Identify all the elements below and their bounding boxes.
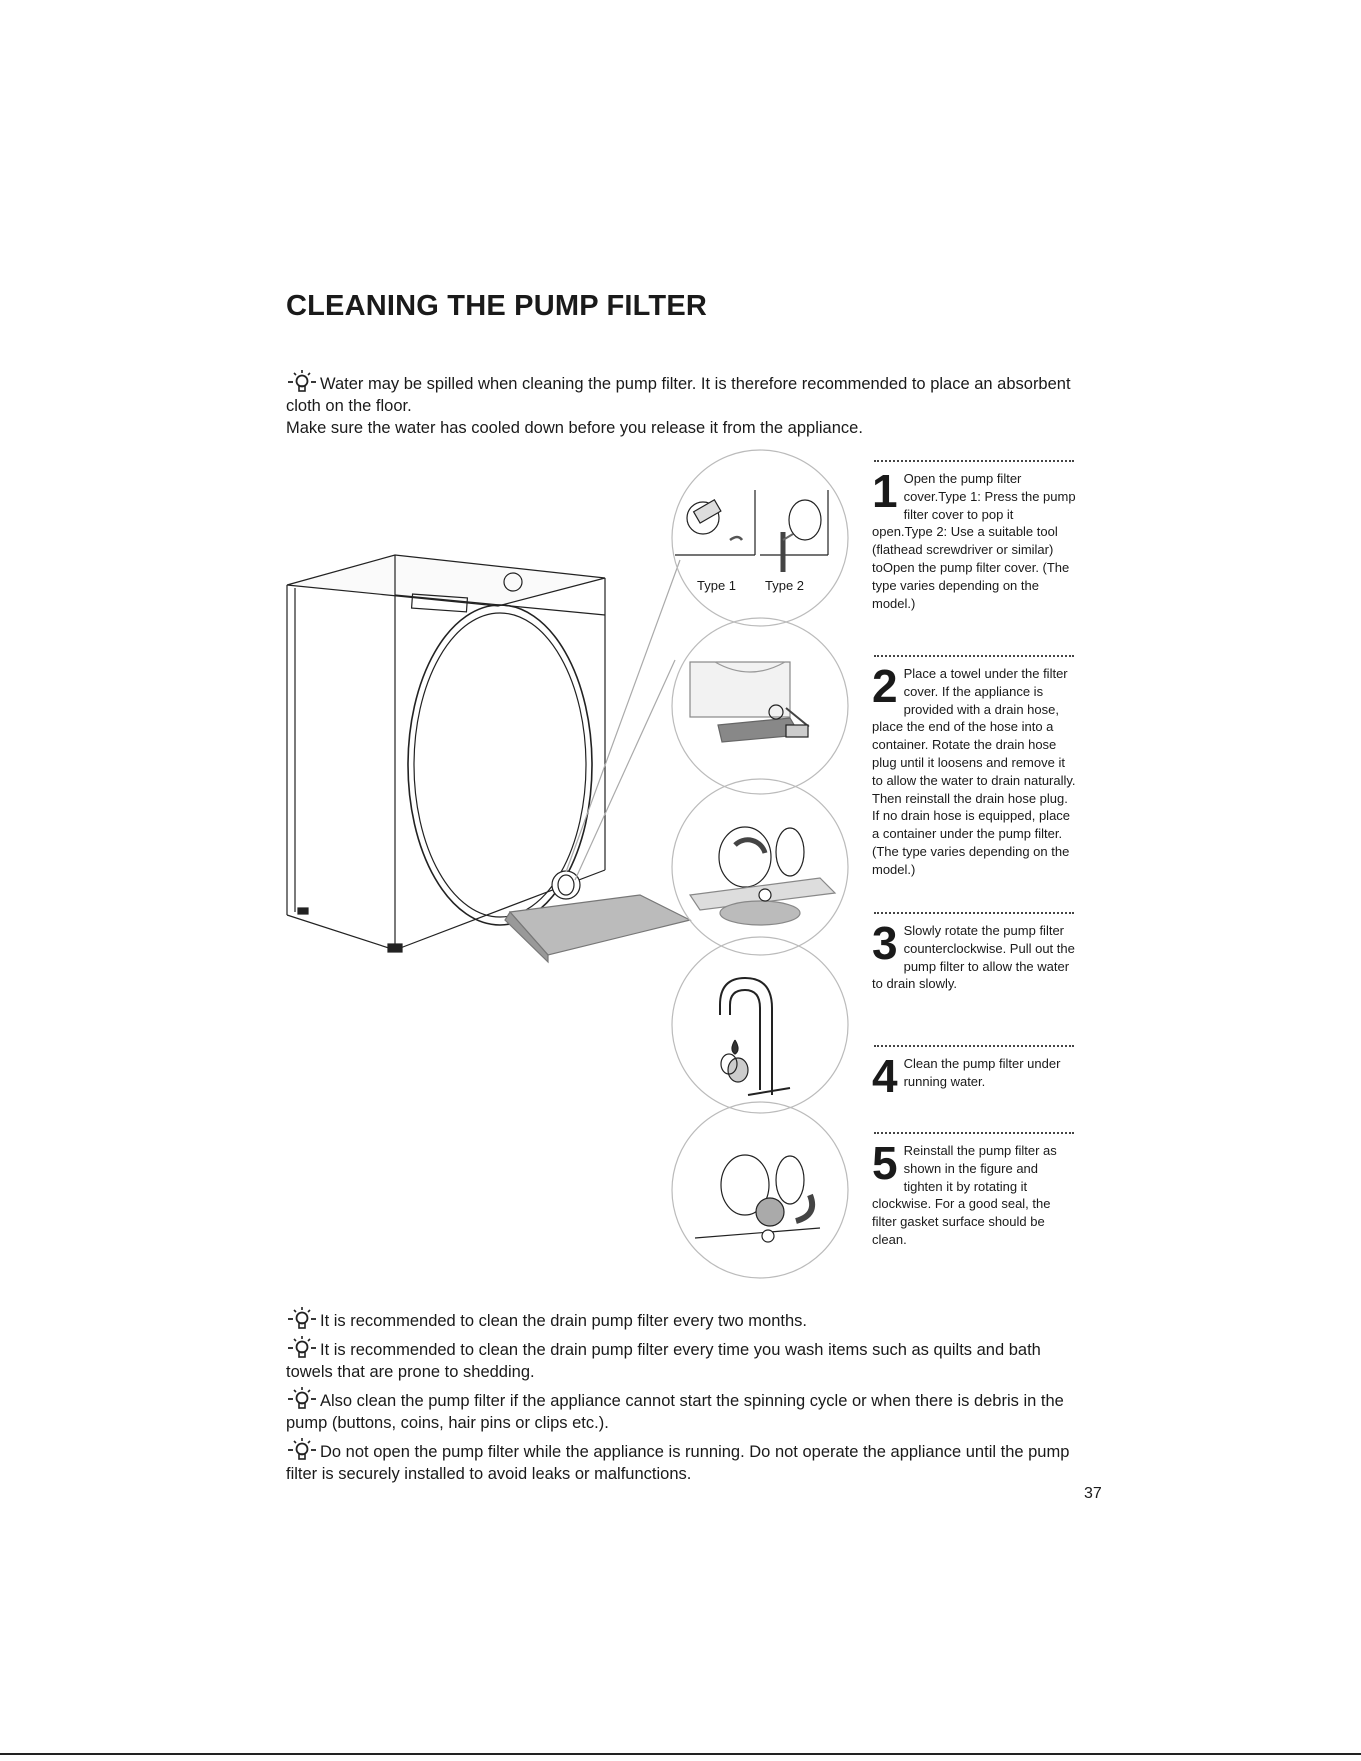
step-text: Slowly rotate the pump filter counterclo… (872, 923, 1075, 991)
circle-4-detail (720, 978, 790, 1095)
tip-text: Also clean the pump filter if the applia… (286, 1392, 1064, 1432)
washing-machine-drawing (287, 555, 605, 952)
circle-2-detail (690, 662, 808, 742)
dotted-divider (874, 460, 1074, 462)
tips-list: It is recommended to clean the drain pum… (286, 1307, 1086, 1489)
page-number: 37 (1084, 1485, 1102, 1503)
lightbulb-icon (286, 1438, 318, 1460)
procedure-illustration: Type 1 Type 2 (0, 0, 1361, 1300)
tip-text: It is recommended to clean the drain pum… (320, 1312, 807, 1330)
lightbulb-icon (286, 1336, 318, 1358)
type-1-label: Type 1 (697, 578, 736, 593)
circle-3-detail (690, 827, 835, 925)
step-number: 3 (872, 925, 898, 961)
tip-item: Do not open the pump filter while the ap… (286, 1438, 1086, 1485)
tip-item: Also clean the pump filter if the applia… (286, 1387, 1086, 1434)
step-text: Place a towel under the filter cover. If… (872, 666, 1076, 877)
lightbulb-icon (286, 1387, 318, 1409)
step-number: 2 (872, 668, 898, 704)
step-circles (672, 450, 848, 1278)
dotted-divider (874, 1132, 1074, 1134)
step-text: Open the pump filter cover.Type 1: Press… (872, 471, 1076, 611)
dotted-divider (874, 1045, 1074, 1047)
step-text: Reinstall the pump filter as shown in th… (872, 1143, 1057, 1247)
lightbulb-icon (286, 1307, 318, 1329)
step-number: 5 (872, 1145, 898, 1181)
tip-text: It is recommended to clean the drain pum… (286, 1341, 1041, 1381)
step-number: 4 (872, 1058, 898, 1094)
type-2-label: Type 2 (765, 578, 804, 593)
step-number: 1 (872, 473, 898, 509)
circle-5-detail (695, 1155, 820, 1242)
tip-item: It is recommended to clean the drain pum… (286, 1307, 1086, 1332)
circle-1-detail (675, 490, 828, 572)
step-text: Clean the pump filter under running wate… (904, 1056, 1061, 1089)
dotted-divider (874, 655, 1074, 657)
page-bottom-rule (0, 1753, 1361, 1755)
tip-item: It is recommended to clean the drain pum… (286, 1336, 1086, 1383)
dotted-divider (874, 912, 1074, 914)
tip-text: Do not open the pump filter while the ap… (286, 1443, 1069, 1483)
